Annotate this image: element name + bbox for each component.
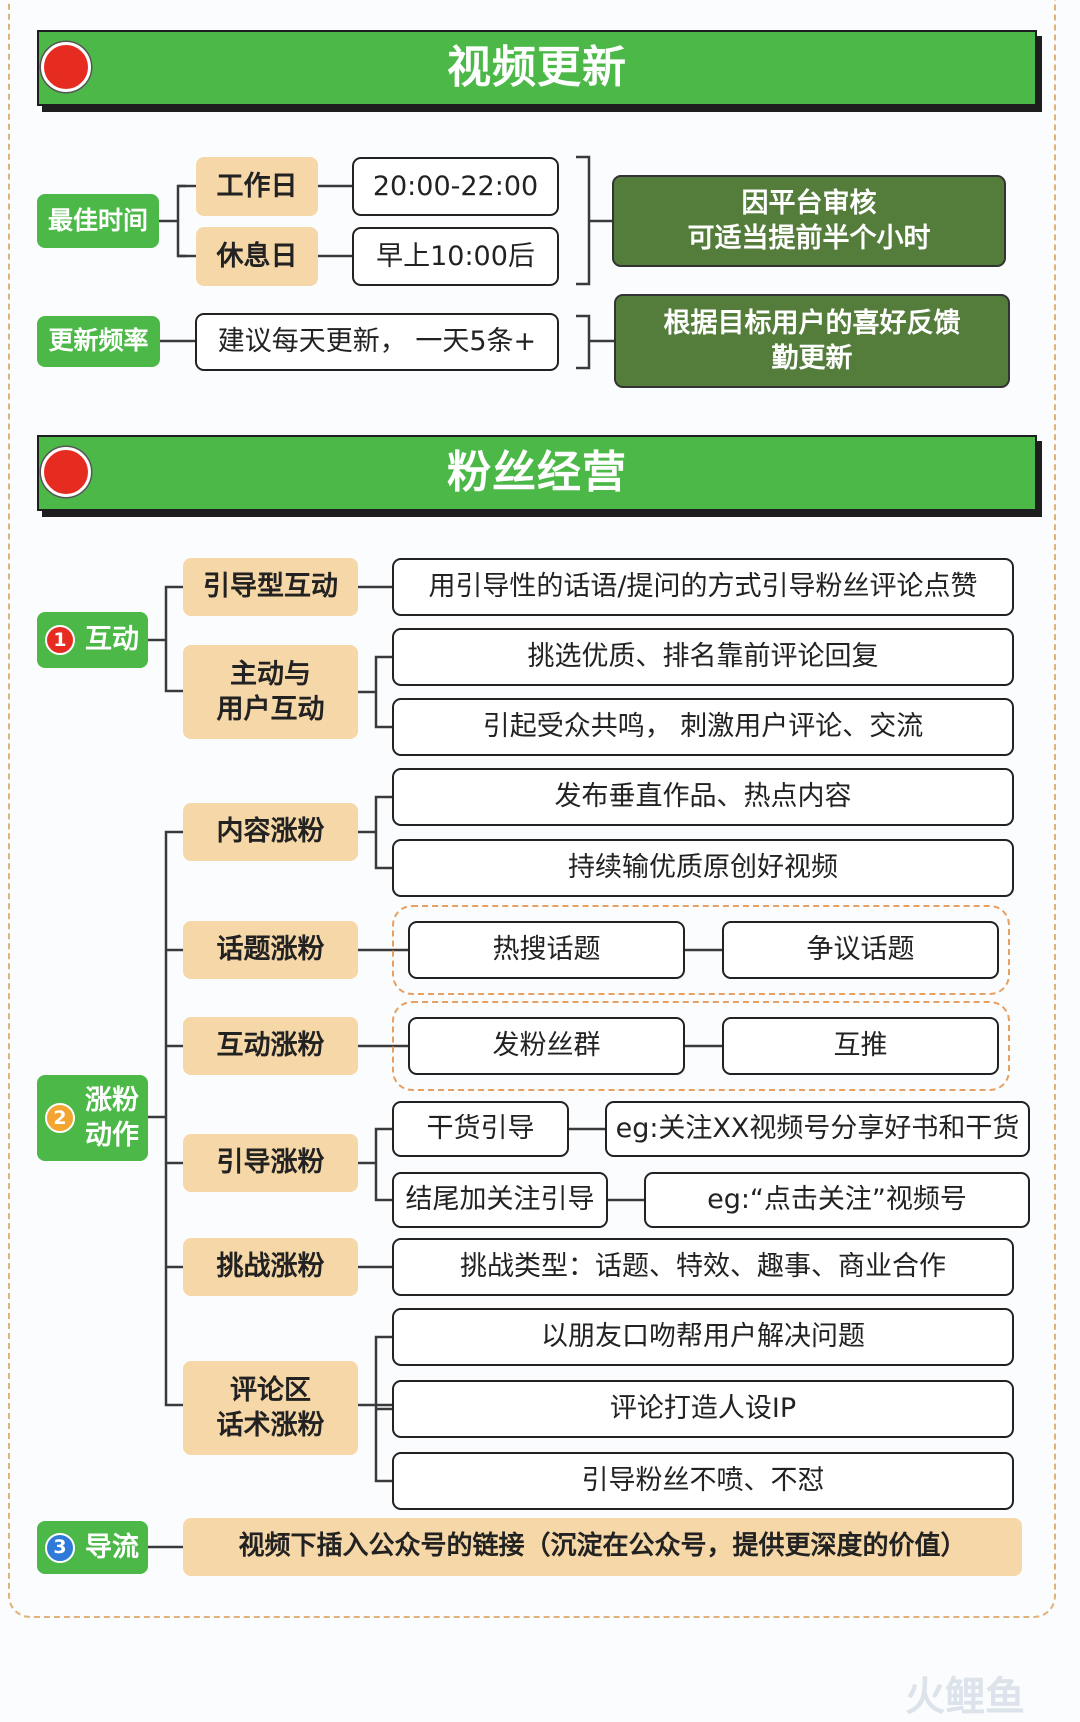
workday-time: 20:00-22:00 — [352, 157, 559, 216]
challenge-growth-label: 挑战涨粉 — [183, 1238, 358, 1296]
topic-group — [392, 905, 1010, 995]
best-time-label: 最佳时间 — [37, 194, 159, 248]
restday-label: 休息日 — [196, 227, 318, 286]
red-dot-icon — [41, 447, 91, 497]
guide-method: 干货引导 — [392, 1101, 569, 1157]
guide-example: eg:关注XX视频号分享好书和干货 — [605, 1101, 1030, 1157]
red-dot-icon — [41, 42, 91, 92]
traffic-detail: 视频下插入公众号的链接（沉淀在公众号，提供更深度的价值） — [183, 1518, 1022, 1576]
comment-growth-detail: 评论打造人设IP — [392, 1380, 1014, 1438]
comment-growth-label: 评论区 话术涨粉 — [183, 1361, 358, 1455]
frequency-note: 根据目标用户的喜好反馈 勤更新 — [614, 294, 1010, 388]
section-header-fan-ops: 粉丝经营 — [37, 435, 1037, 511]
number-three-icon: 3 — [45, 1532, 75, 1563]
restday-time: 早上10:00后 — [352, 227, 559, 286]
growth-label: 2 涨粉 动作 — [37, 1075, 148, 1161]
content-growth-label: 内容涨粉 — [183, 803, 358, 861]
guide-method: 结尾加关注引导 — [392, 1172, 608, 1228]
active-interaction-label: 主动与 用户互动 — [183, 645, 358, 739]
active-interaction-detail: 引起受众共鸣， 刺激用户评论、交流 — [392, 698, 1014, 756]
comment-growth-detail: 以朋友口吻帮用户解决问题 — [392, 1308, 1014, 1366]
challenge-growth-detail: 挑战类型：话题、特效、趣事、商业合作 — [392, 1238, 1014, 1296]
topic-growth-label: 话题涨粉 — [183, 921, 358, 979]
content-growth-detail: 发布垂直作品、热点内容 — [392, 768, 1014, 826]
topic-hot-search: 热搜话题 — [408, 921, 685, 979]
guided-interaction-label: 引导型互动 — [183, 558, 358, 616]
number-two-icon: 2 — [45, 1103, 75, 1133]
guide-example: eg:“点击关注”视频号 — [644, 1172, 1030, 1228]
interact-fan-group: 发粉丝群 — [408, 1017, 685, 1075]
growth-label-text: 涨粉 动作 — [85, 1084, 139, 1151]
interact-group — [392, 1001, 1010, 1091]
interact-mutual-promo: 互推 — [722, 1017, 999, 1075]
guided-interaction-detail: 用引导性的话语/提问的方式引导粉丝评论点赞 — [392, 558, 1014, 616]
guide-growth-label: 引导涨粉 — [183, 1134, 358, 1192]
section-header-video-update: 视频更新 — [37, 30, 1037, 106]
number-one-icon: 1 — [45, 625, 75, 655]
frequency-value: 建议每天更新， 一天5条+ — [195, 313, 559, 371]
frequency-label: 更新频率 — [37, 316, 160, 367]
outer-frame — [8, 0, 1056, 1618]
section-title: 粉丝经营 — [447, 447, 627, 499]
traffic-label-text: 导流 — [85, 1531, 139, 1563]
comment-growth-detail: 引导粉丝不喷、不怼 — [392, 1452, 1014, 1510]
traffic-label: 3 导流 — [37, 1521, 148, 1574]
active-interaction-detail: 挑选优质、排名靠前评论回复 — [392, 628, 1014, 686]
topic-controversial: 争议话题 — [722, 921, 999, 979]
workday-label: 工作日 — [196, 157, 318, 216]
content-growth-detail: 持续输优质原创好视频 — [392, 839, 1014, 897]
interaction-label-text: 互动 — [85, 624, 139, 656]
interaction-label: 1 互动 — [37, 612, 148, 668]
section-title: 视频更新 — [447, 42, 627, 94]
interact-growth-label: 互动涨粉 — [183, 1017, 358, 1075]
best-time-note: 因平台审核 可适当提前半个小时 — [612, 175, 1006, 267]
watermark-logo: 火鲤鱼 — [905, 1674, 1025, 1720]
